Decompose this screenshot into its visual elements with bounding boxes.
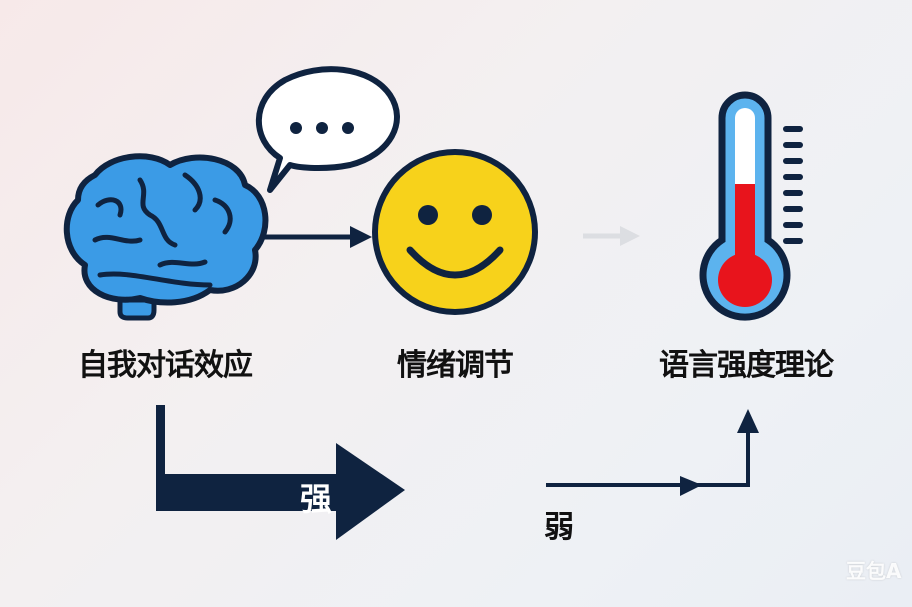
thermometer-icon [699, 91, 803, 321]
faded-arrow-icon [583, 226, 640, 246]
self-talk-label: 自我对话效应 [78, 348, 253, 383]
brain-icon [63, 153, 269, 321]
arrow-brain-to-smiley [262, 226, 372, 248]
weak-label: 弱 [544, 510, 574, 545]
thermometer-ticks [783, 126, 803, 244]
weak-arrow [546, 409, 759, 496]
strong-arrow [156, 405, 405, 540]
watermark: 豆包A [846, 559, 902, 583]
emotion-regulation-label: 情绪调节 [397, 348, 514, 383]
language-intensity-label: 语言强度理论 [659, 348, 834, 383]
speech-bubble-icon [255, 66, 400, 193]
smiley-face-icon [372, 149, 538, 315]
strong-label: 强 [300, 480, 333, 518]
